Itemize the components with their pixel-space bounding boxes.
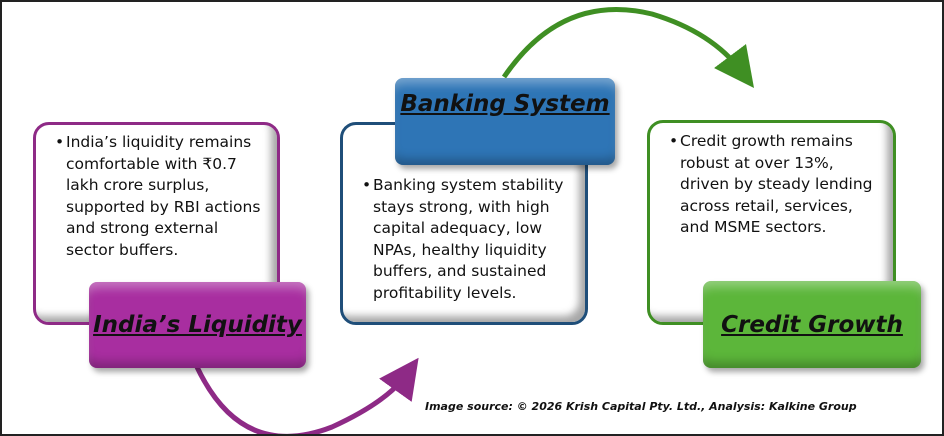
liquidity-label: India’s Liquidity (89, 282, 306, 368)
liquidity-card: India’s liquidity remains comfortable wi… (33, 122, 280, 325)
credit-text: Credit growth remains robust at over 13%… (669, 131, 885, 239)
liquidity-bullets: India’s liquidity remains comfortable wi… (50, 132, 269, 261)
banking-text: Banking system stability stays strong, w… (362, 175, 577, 304)
image-source: Image source: © 2026 Krish Capital Pty. … (425, 400, 857, 413)
credit-label: Credit Growth (703, 281, 921, 368)
credit-bullets: Credit growth remains robust at over 13%… (664, 131, 885, 239)
banking-bullets: Banking system stability stays strong, w… (357, 175, 577, 304)
arrow-liquidity-to-banking (194, 357, 419, 434)
banking-label: Banking System (395, 78, 615, 165)
liquidity-text: India’s liquidity remains comfortable wi… (55, 132, 269, 261)
liquidity-title: India’s Liquidity (93, 312, 302, 338)
arrow-banking-to-credit (501, 6, 755, 88)
credit-title: Credit Growth (721, 311, 903, 338)
banking-title: Banking System (400, 90, 610, 117)
